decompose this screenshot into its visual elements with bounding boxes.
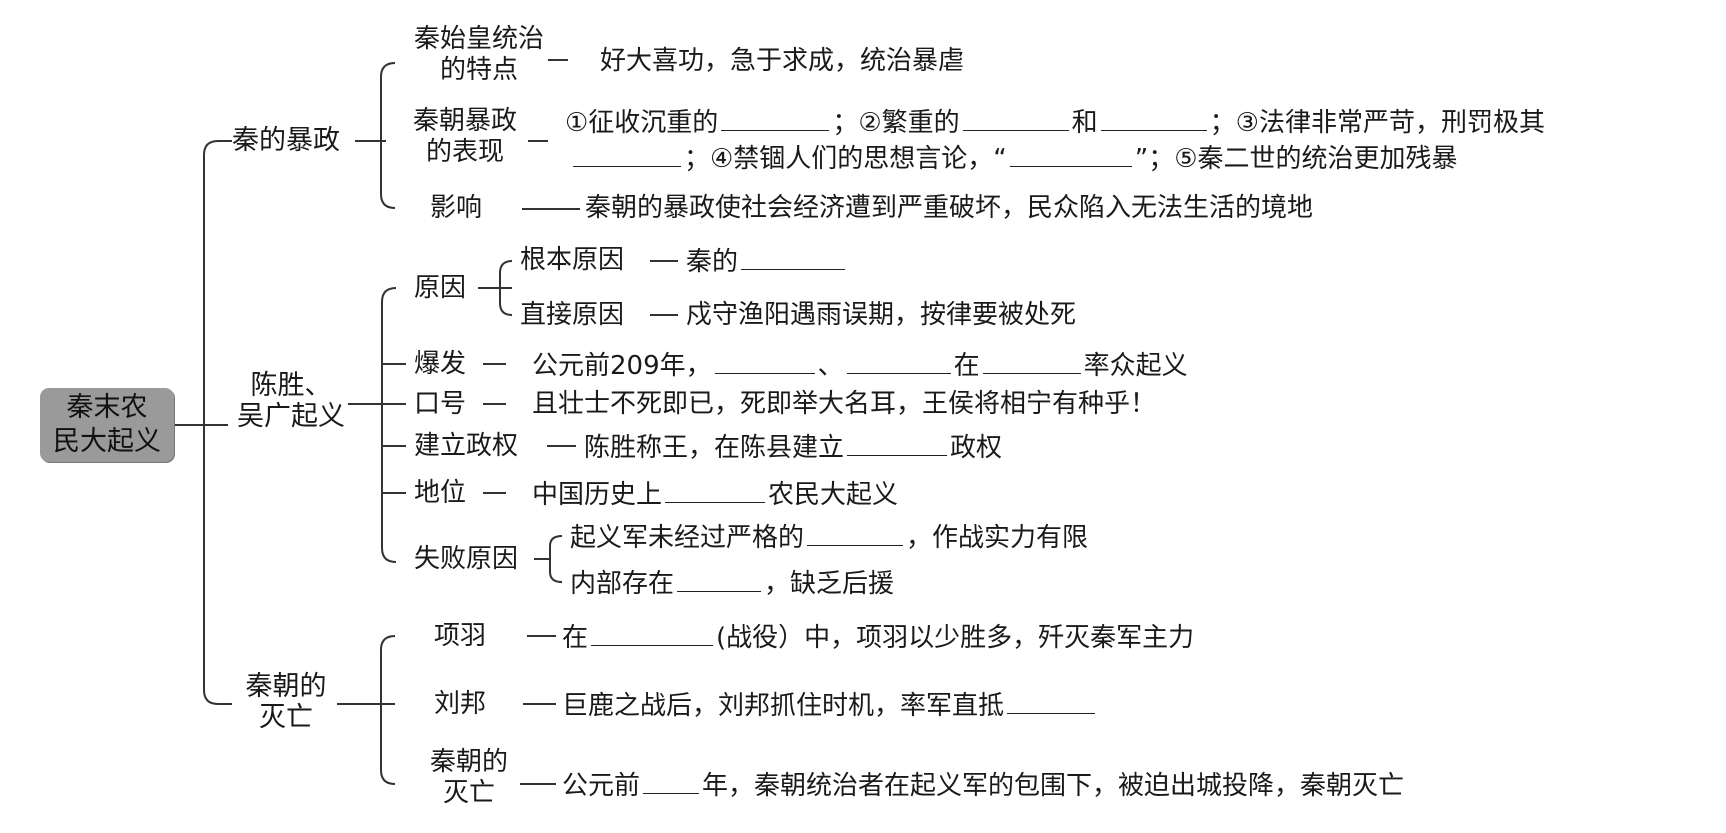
manifestation-line-1: ①征收沉重的 ；②繁重的 和 ；③法律非常严苛，刑罚极其 (565, 106, 1545, 138)
root-line-1: 秦末农 (66, 392, 148, 423)
node-impact: 影响 (430, 193, 483, 223)
blank-division (677, 567, 762, 592)
blank-book-burning (1009, 142, 1132, 167)
blank-cruel-punishment (573, 142, 681, 167)
node-ruler-characteristics: 秦始皇统治 的特点 (406, 24, 552, 86)
xiangyu-text-2: (战役）中，项羽以少胜多，歼灭秦军主力 (716, 623, 1195, 653)
blank-year (643, 769, 700, 794)
blank-tyranny (741, 245, 846, 270)
qin-end-text: 公元前 年，秦朝统治者在起义军的包围下，被迫出城投降，秦朝灭亡 (562, 769, 1404, 801)
failure-reason-1-text-2: ，作战实力有限 (906, 523, 1089, 553)
regime-text-1: 陈胜称王，在陈县建立 (584, 433, 845, 463)
outbreak-text-4: 率众起义 (1083, 351, 1188, 381)
node-root-cause: 根本原因 (520, 245, 625, 275)
manifest-text-1: ①征收沉重的 (565, 108, 719, 138)
outbreak-text: 公元前209年， 、 在 率众起义 (532, 349, 1188, 381)
node-manifest-line-2: 的表现 (425, 137, 504, 167)
node-regime: 建立政权 (414, 431, 519, 461)
blank-heavy-tax (721, 106, 830, 131)
status-text-2: 农民大起义 (768, 480, 899, 510)
regime-text: 陈胜称王，在陈县建立 政权 (584, 431, 1002, 463)
section-label-tyranny: 秦的暴政 (232, 125, 340, 156)
section-uprising-line-2: 吴广起义 (237, 401, 345, 432)
section-fall-line-2: 灭亡 (259, 702, 313, 733)
node-ruler-line-2: 的特点 (439, 55, 518, 85)
node-direct-cause: 直接原因 (520, 300, 625, 330)
node-qin-end: 秦朝的 灭亡 (416, 747, 522, 809)
node-slogan: 口号 (414, 389, 467, 419)
ruler-characteristics-text: 好大喜功，急于求成，统治暴虐 (600, 46, 965, 76)
node-failure-reasons: 失败原因 (414, 544, 519, 574)
root-node-box (40, 388, 174, 462)
impact-text: 秦朝的暴政使社会经济遭到严重破坏，民众陷入无法生活的境地 (585, 193, 1314, 223)
xiangyu-text: 在 (战役）中，项羽以少胜多，歼灭秦军主力 (562, 621, 1194, 653)
root-cause-content: 秦的 (686, 247, 739, 277)
section-uprising-line-1: 陈胜、 (250, 370, 332, 401)
manifestation-line-2: ；④禁锢人们的思想言论，“ ”；⑤秦二世的统治更加残暴 (573, 142, 1458, 174)
slogan-text: 且壮士不死即已，死即举大名耳，王侯将相宁有种乎！ (532, 389, 1157, 419)
node-ruler-line-1: 秦始皇统治 (413, 24, 544, 54)
section-fall-line-1: 秦朝的 (245, 671, 327, 702)
node-liubang: 刘邦 (434, 689, 487, 719)
failure-reason-2-text-2: ，缺乏后援 (764, 569, 895, 599)
outbreak-text-3: 在 (953, 351, 980, 381)
blank-heavy-labor (962, 106, 1069, 131)
qin-end-text-1: 公元前 (562, 771, 641, 801)
node-outbreak: 爆发 (414, 349, 467, 379)
manifest-text-5: ；④禁锢人们的思想言论，“ (684, 144, 1007, 174)
root-line-2: 民大起义 (53, 426, 161, 457)
node-qin-end-line-2: 灭亡 (442, 778, 495, 808)
outbreak-text-2: 、 (817, 351, 844, 381)
outbreak-text-1: 公元前209年， (532, 351, 712, 381)
blank-first-scale (665, 478, 766, 503)
node-tyranny-manifestation: 秦朝暴政 的表现 (402, 106, 528, 168)
qin-end-text-2: 年，秦朝统治者在起义军的包围下，被迫出城投降，秦朝灭亡 (702, 771, 1405, 801)
manifest-text-6: ”；⑤秦二世的统治更加残暴 (1134, 144, 1458, 174)
failure-reason-2: 内部存在 ，缺乏后援 (570, 567, 894, 599)
status-text-1: 中国历史上 (532, 480, 663, 510)
manifest-text-2: ；②繁重的 (832, 108, 960, 138)
failure-reason-2-text-1: 内部存在 (570, 569, 675, 599)
liubang-text: 巨鹿之战后，刘邦抓住时机，率军直抵 (562, 689, 1098, 721)
failure-reason-1: 起义军未经过严格的 ，作战实力有限 (570, 521, 1088, 553)
blank-location (982, 349, 1081, 374)
liubang-content: 巨鹿之战后，刘邦抓住时机，率军直抵 (562, 691, 1005, 721)
blank-leader-2 (846, 349, 951, 374)
root-node-label: 秦末农 民大起义 (40, 391, 174, 459)
status-text: 中国历史上 农民大起义 (532, 478, 898, 510)
xiangyu-text-1: 在 (562, 623, 589, 653)
direct-cause-text: 戍守渔阳遇雨误期，按律要被处死 (686, 300, 1077, 330)
section-label-fall: 秦朝的 灭亡 (234, 671, 338, 733)
blank-training (807, 521, 904, 546)
failure-reason-1-text-1: 起义军未经过严格的 (570, 523, 805, 553)
manifest-text-4: ；③法律非常严苛，刑罚极其 (1209, 108, 1545, 138)
section-label-uprising: 陈胜、 吴广起义 (230, 370, 352, 432)
node-manifest-line-1: 秦朝暴政 (412, 106, 517, 136)
node-cause: 原因 (414, 273, 467, 303)
node-qin-end-line-1: 秦朝的 (429, 747, 508, 777)
manifest-text-3: 和 (1071, 108, 1098, 138)
regime-text-2: 政权 (950, 433, 1003, 463)
root-cause-text: 秦的 (686, 245, 848, 277)
blank-regime-name (847, 431, 948, 456)
blank-xianyang (1007, 689, 1096, 714)
node-xiangyu: 项羽 (434, 621, 487, 651)
blank-heavy-service (1100, 106, 1207, 131)
blank-battle-name (591, 621, 714, 646)
node-status: 地位 (414, 478, 467, 508)
blank-leader-1 (714, 349, 815, 374)
